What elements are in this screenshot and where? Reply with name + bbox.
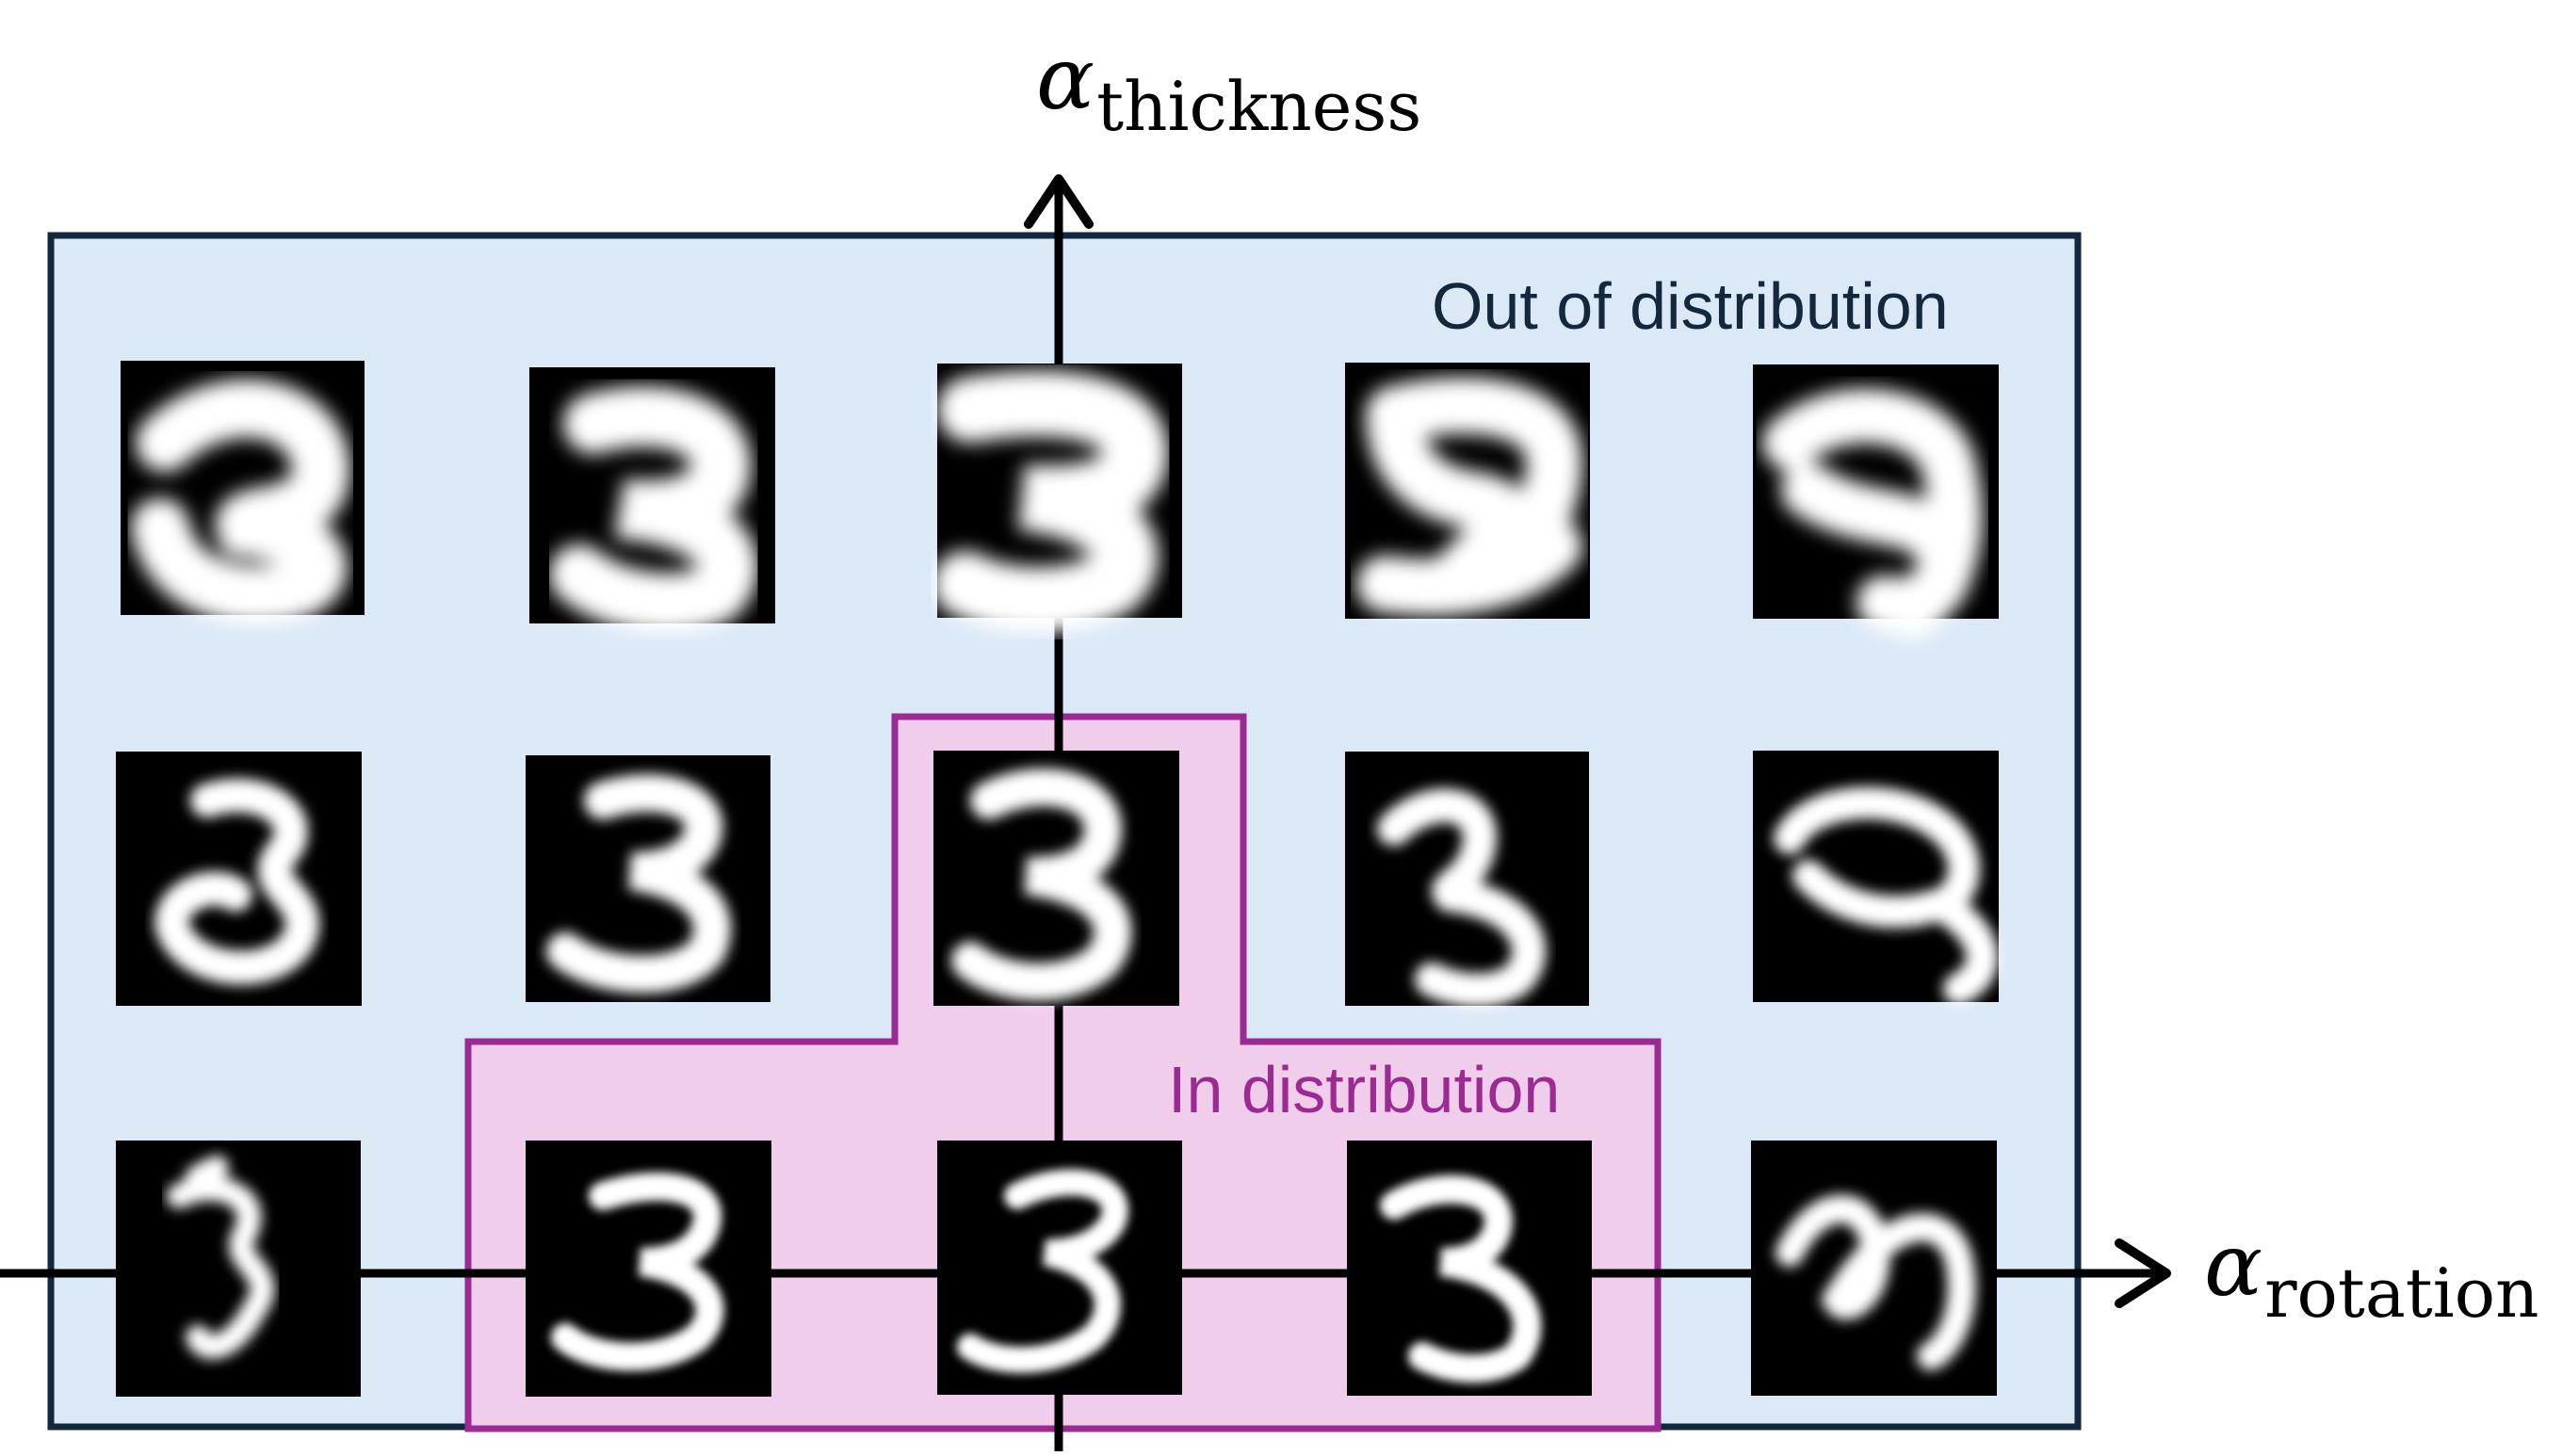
- rotation-axis-label: αrotation: [2204, 1222, 2538, 1328]
- thickness-axis-symbol: α: [1036, 28, 1095, 129]
- digit-tile: [116, 752, 362, 1006]
- rotation-axis-symbol: α: [2204, 1215, 2263, 1316]
- digit-tile: [932, 364, 1182, 633]
- digit-tile: [937, 1141, 1182, 1395]
- digit-tile: [1753, 751, 1999, 1005]
- rotation-axis-arrowhead: [2115, 1238, 2171, 1308]
- digit-tile: [933, 751, 1179, 1006]
- digit-tile: [1345, 363, 1590, 619]
- digit-tile: [1751, 1141, 1997, 1396]
- digit-tile: [1345, 752, 1589, 1008]
- digit-grid: [116, 361, 1999, 1397]
- out-of-distribution-label: Out of distribution: [1432, 269, 1949, 343]
- in-distribution-label: In distribution: [1168, 1053, 1561, 1126]
- thickness-axis-arrowhead: [1024, 174, 1094, 229]
- digit-tile: [1753, 364, 1999, 639]
- digit-tile: [526, 1141, 771, 1397]
- thickness-axis-label: αthickness: [1036, 36, 1421, 141]
- digit-tile: [121, 361, 365, 624]
- rotation-axis-subscript: rotation: [2264, 1254, 2539, 1334]
- thickness-axis-subscript: thickness: [1096, 67, 1422, 147]
- digit-tile: [1347, 1141, 1592, 1396]
- digit-tile: [529, 367, 775, 634]
- digit-tile: [526, 755, 770, 1002]
- digit-tile: [116, 1141, 361, 1397]
